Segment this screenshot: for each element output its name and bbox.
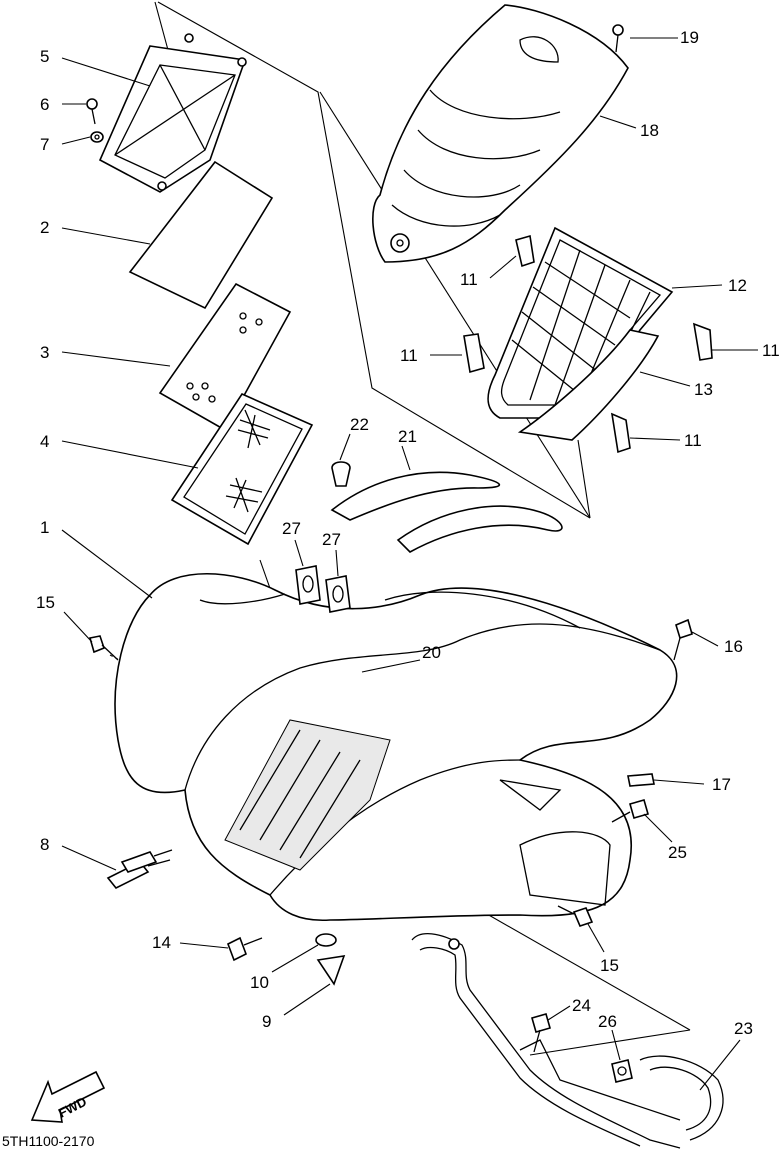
callout-label: 11 xyxy=(460,270,478,289)
callout-label: 21 xyxy=(398,427,417,446)
connector-part-8 xyxy=(106,849,173,890)
callout-label: 2 xyxy=(40,218,49,237)
callout-label: 18 xyxy=(640,121,659,140)
bolt-part-24 xyxy=(531,1013,551,1053)
filter-frame-part-5 xyxy=(98,33,247,193)
callout-label: 10 xyxy=(250,973,269,992)
callout-label: 24 xyxy=(572,996,591,1015)
clip-part-11-d xyxy=(610,412,631,454)
clip-part-11-b xyxy=(463,333,485,374)
filter-element-part-4 xyxy=(170,392,314,546)
grommet-part-27-b xyxy=(325,575,351,613)
cap-part-9 xyxy=(316,955,346,986)
callout-label: 11 xyxy=(400,346,418,365)
callout-label: 6 xyxy=(40,95,49,114)
screw-part-6 xyxy=(86,98,98,125)
callout-label: 9 xyxy=(262,1012,271,1031)
callout-label: 11 xyxy=(762,341,780,360)
callout-label: 3 xyxy=(40,343,49,362)
grille-backing-part-13 xyxy=(517,329,660,441)
callout-label: 23 xyxy=(734,1019,753,1038)
callout-label: 14 xyxy=(152,933,171,952)
callout-label: 8 xyxy=(40,835,49,854)
callout-label: 5 xyxy=(40,47,49,66)
washer-part-10 xyxy=(315,933,337,947)
washer-part-7 xyxy=(90,131,104,143)
mudguard-strip-part-21 xyxy=(330,471,563,553)
callout-label: 27 xyxy=(322,530,341,549)
callout-label: 27 xyxy=(282,519,301,538)
front-fender-part-1 xyxy=(114,572,678,922)
bolt-part-16 xyxy=(673,618,693,661)
callout-labels: 5 6 7 2 3 4 1 15 8 14 10 9 19 18 11 12 1… xyxy=(36,28,780,1038)
bolt-part-15-right xyxy=(557,905,594,927)
callout-label: 26 xyxy=(598,1012,617,1031)
bolt-part-25 xyxy=(611,799,649,823)
bolt-part-15-left xyxy=(88,635,119,661)
bolt-part-14 xyxy=(226,936,263,962)
callout-label: 15 xyxy=(36,593,55,612)
callout-label: 19 xyxy=(680,28,699,47)
fwd-arrow-icon: FWD xyxy=(30,1070,106,1123)
filter-sheet-part-2 xyxy=(128,160,274,310)
callout-label: 22 xyxy=(350,415,369,434)
callout-label: 20 xyxy=(422,643,441,662)
screw-part-19 xyxy=(612,24,624,53)
callout-label: 1 xyxy=(40,518,49,537)
clip-part-11-a xyxy=(515,234,535,268)
grommet-part-27-a xyxy=(295,565,321,605)
callout-label: 7 xyxy=(40,135,49,154)
nut-part-17 xyxy=(627,773,655,787)
callout-label: 13 xyxy=(694,380,713,399)
callout-label: 4 xyxy=(40,432,49,451)
diagram-code: 5TH1100-2170 xyxy=(2,1133,95,1149)
callout-label: 11 xyxy=(684,431,702,450)
callout-label: 17 xyxy=(712,775,731,794)
bumper-guard-part-23 xyxy=(411,933,724,1149)
callout-label: 16 xyxy=(724,637,743,656)
headlight-cover-part-18 xyxy=(372,4,629,263)
nut-part-26 xyxy=(611,1059,633,1083)
callout-label: 25 xyxy=(668,843,687,862)
callout-label: 12 xyxy=(728,276,747,295)
callout-leaders xyxy=(61,37,758,1091)
callout-label: 15 xyxy=(600,956,619,975)
clip-part-11-c xyxy=(692,322,713,361)
rivet-part-22 xyxy=(331,461,351,487)
